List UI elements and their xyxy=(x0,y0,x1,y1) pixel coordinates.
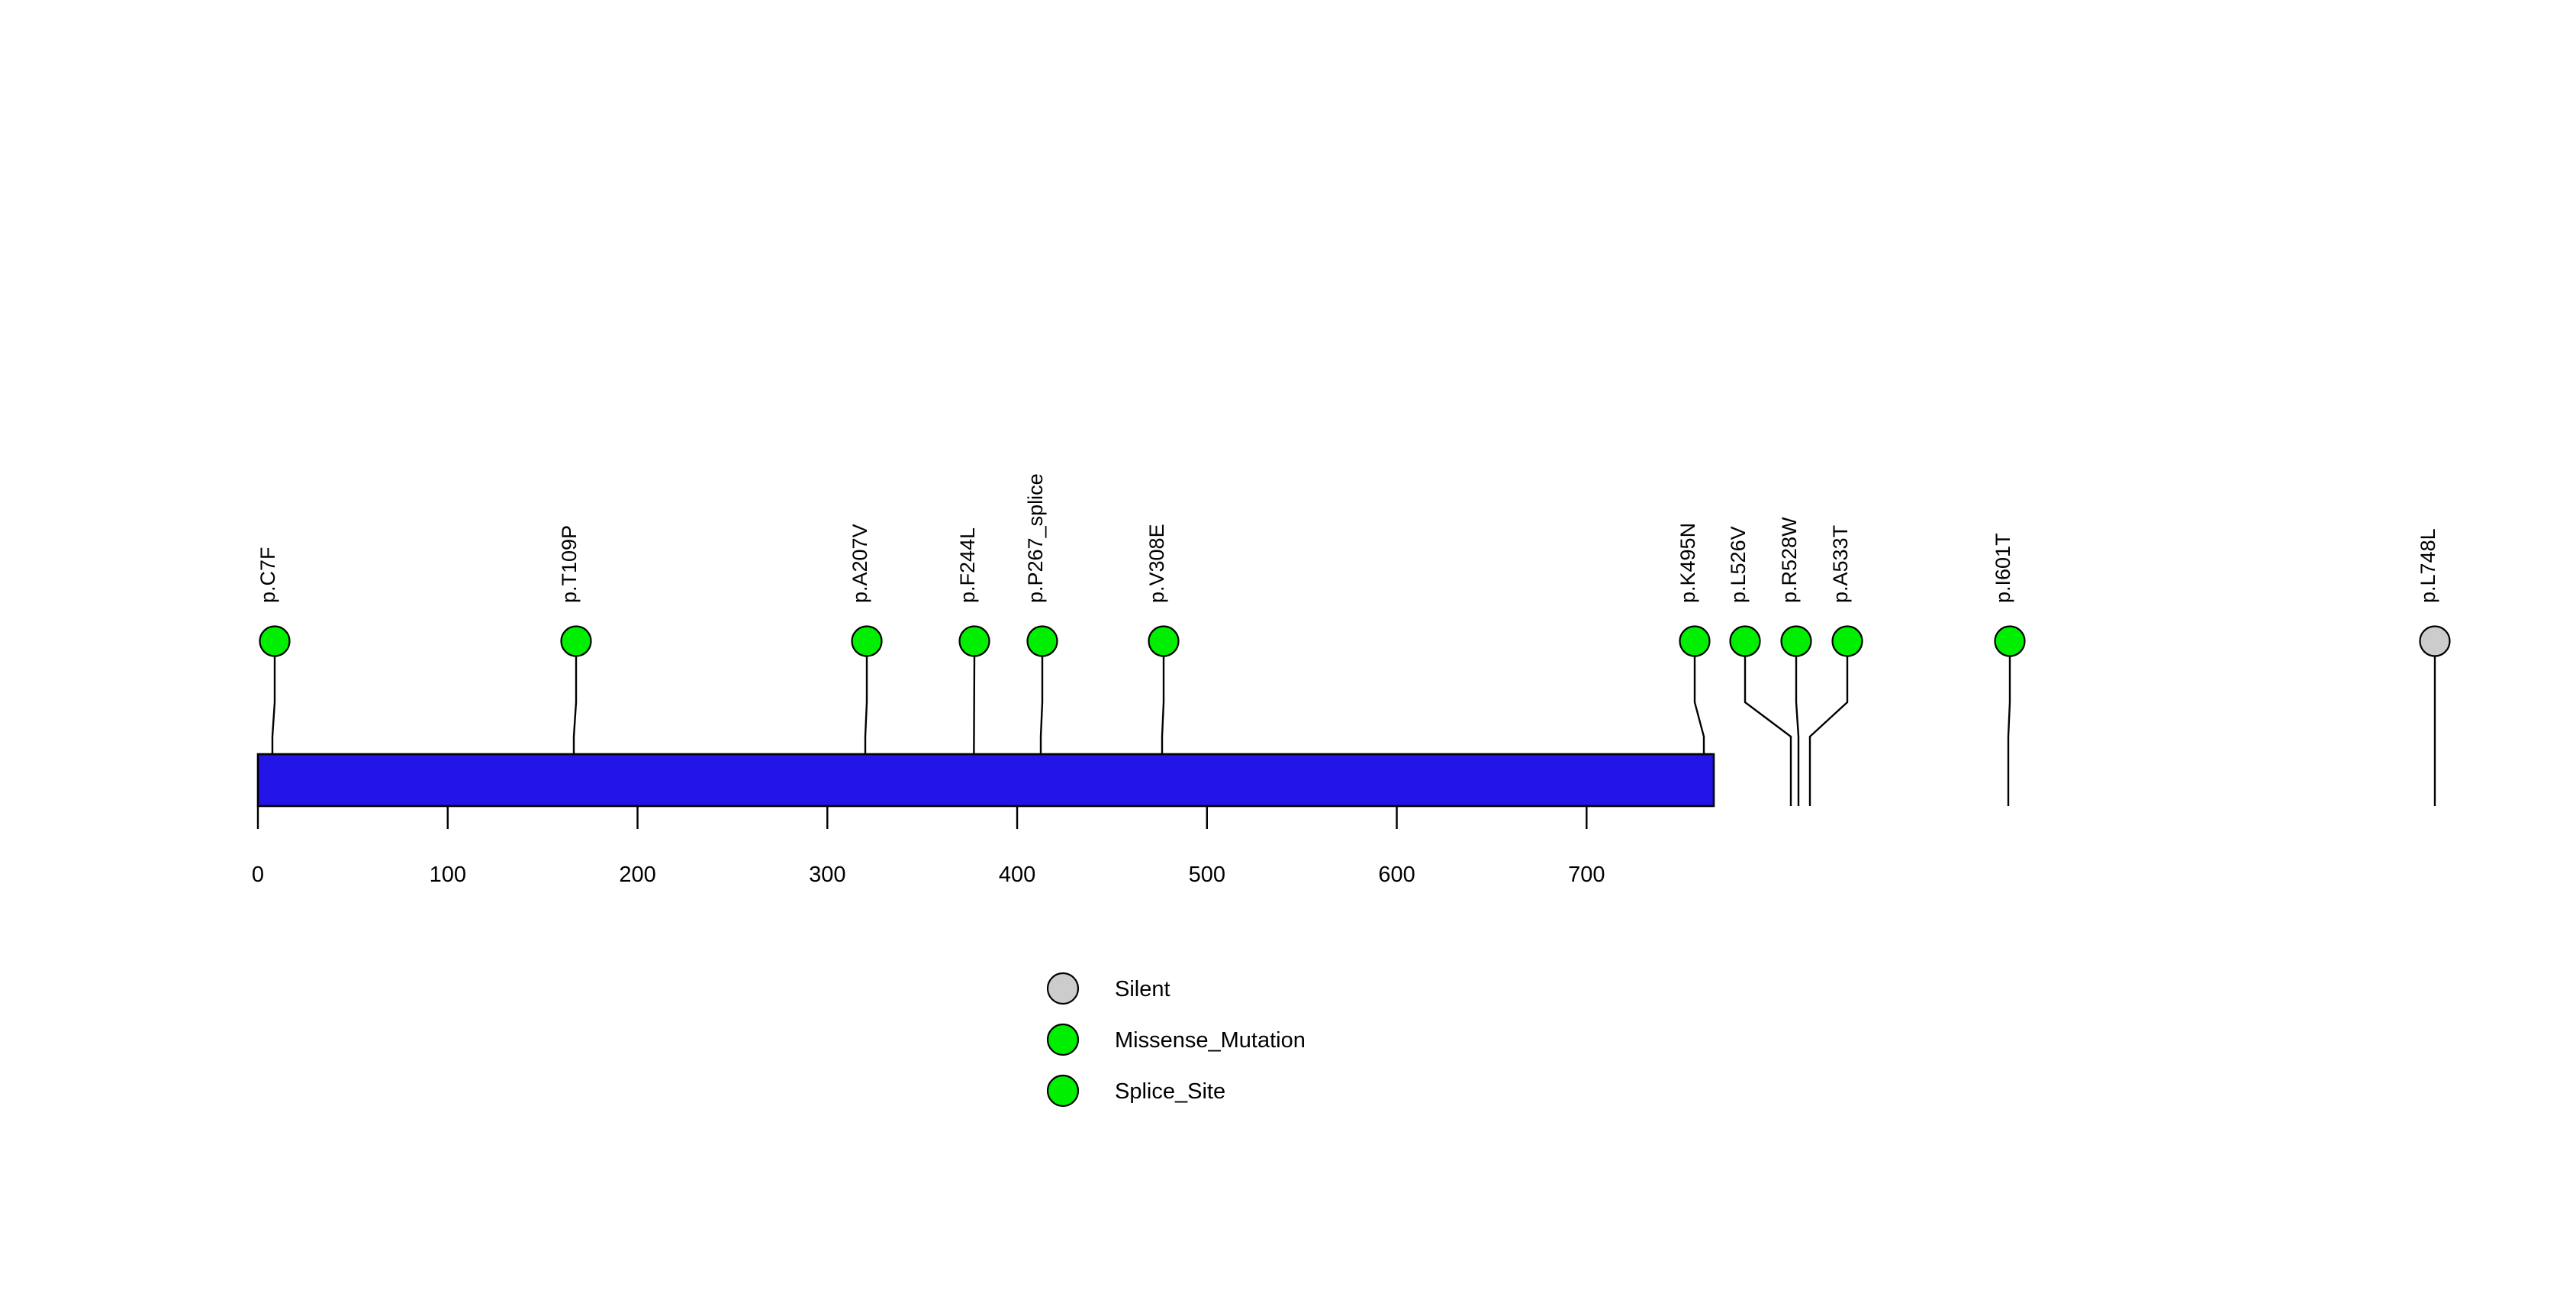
legend-swatch[interactable] xyxy=(1046,972,1080,1005)
x-axis-tick-label: 100 xyxy=(430,863,466,887)
mutation-label: p.I601T xyxy=(1992,533,2014,603)
legend-swatch[interactable] xyxy=(1046,1023,1080,1056)
lollipop-head[interactable] xyxy=(958,625,990,657)
x-axis-tick-label: 400 xyxy=(999,863,1035,887)
lollipop-stem xyxy=(1795,656,1800,806)
mutation-label: p.A533T xyxy=(1829,525,1852,603)
lollipop-stems-group xyxy=(271,656,2436,807)
mutation-label: p.P267_splice xyxy=(1024,473,1047,603)
mutation-label: p.A207V xyxy=(848,524,871,603)
lollipop-stem xyxy=(1808,656,1849,806)
legend-swatch[interactable] xyxy=(1046,1074,1080,1108)
x-axis-tick-label: 500 xyxy=(1189,863,1225,887)
mutation-label: p.R528W xyxy=(1778,517,1801,603)
x-axis-tick-label: 200 xyxy=(619,863,655,887)
lollipop-heads-group xyxy=(259,625,2451,657)
mutation-label: p.T109P xyxy=(558,525,581,603)
legend-label: Silent xyxy=(1115,977,1170,1001)
lollipop-head[interactable] xyxy=(1780,625,1812,657)
mutation-label: p.K495N xyxy=(1676,523,1699,603)
x-axis-tick-label: 700 xyxy=(1568,863,1605,887)
mutation-labels-group: p.C7F p.T109P p.A207V p.F244L p.P267_splice p… xyxy=(256,473,2439,603)
lollipop-head[interactable] xyxy=(2419,625,2451,657)
lollipop-head[interactable] xyxy=(1026,625,1058,657)
lollipop-stem xyxy=(1744,656,1792,806)
lollipop-head[interactable] xyxy=(851,625,883,657)
lollipop-head[interactable] xyxy=(1831,625,1863,657)
lollipop-head[interactable] xyxy=(1729,625,1761,657)
lollipop-head[interactable] xyxy=(259,625,291,657)
lollipop-head[interactable] xyxy=(560,625,592,657)
legend-label: Splice_Site xyxy=(1115,1079,1225,1104)
legend-label: Missense_Mutation xyxy=(1115,1028,1306,1053)
mutation-label: p.V308E xyxy=(1145,524,1168,603)
lollipop-stem xyxy=(2007,656,2011,806)
x-axis-tick-label: 300 xyxy=(809,863,845,887)
mutation-label: p.F244L xyxy=(956,527,979,603)
lollipop-head[interactable] xyxy=(1148,625,1180,657)
mutation-label: p.C7F xyxy=(256,547,279,603)
mutation-label: p.L748L xyxy=(2417,528,2439,603)
protein-bar-group xyxy=(256,753,1715,808)
x-axis-tick-label: 0 xyxy=(252,863,264,887)
x-axis-group: 0 100 200 300 400 500 600 700 xyxy=(252,806,1605,887)
lollipop-head[interactable] xyxy=(1679,625,1711,657)
lollipop-head[interactable] xyxy=(1994,625,2026,657)
x-axis-tick-label: 600 xyxy=(1378,863,1415,887)
mutation-label: p.L526V xyxy=(1727,526,1750,603)
protein-backbone-bar xyxy=(256,753,1715,808)
